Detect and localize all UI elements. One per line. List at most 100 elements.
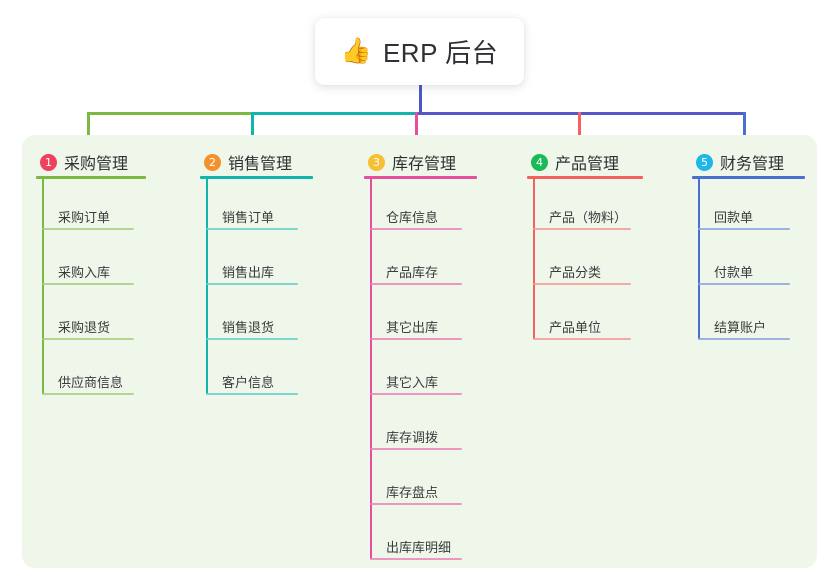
branch-item-underline [370,503,462,505]
branch-item-underline [698,283,790,285]
branch-item[interactable]: 客户信息 [200,372,274,392]
branch-item[interactable]: 供应商信息 [36,372,123,392]
branch-title-4: 产品管理 [555,156,620,173]
branch-item[interactable]: 销售订单 [200,207,274,227]
branch-header-3[interactable]: 3 库存管理 [364,148,456,176]
branch-item-underline [370,338,462,340]
branch-spine-3 [370,179,372,559]
drop-stub-1 [87,112,90,138]
branch-item[interactable]: 出库库明细 [364,537,451,557]
branch-item-label: 回款单 [714,210,754,225]
branch-item-underline [370,228,462,230]
branch-header-5[interactable]: 5 财务管理 [692,148,784,176]
branch-item-underline [42,283,134,285]
branch-item[interactable]: 其它出库 [364,317,438,337]
branch-item-underline [698,228,790,230]
branch-item-label: 付款单 [714,265,754,280]
branch-underline-4 [527,176,643,179]
branch-number-badge-3: 3 [368,153,385,171]
branch-item-label: 采购订单 [58,210,111,225]
root-node-card[interactable]: 👍 ERP 后台 [315,18,524,85]
drop-stub-2 [251,112,254,138]
branch-item-label: 销售退货 [222,320,275,335]
branch-title-5: 财务管理 [720,156,785,173]
drop-stub-3 [415,112,418,138]
root-node-title: ERP 后台 [382,38,499,68]
branch-item-underline [206,338,298,340]
branch-item[interactable]: 产品分类 [527,262,601,282]
branch-underline-2 [200,176,313,179]
branch-item-underline [206,283,298,285]
branch-item-label: 供应商信息 [58,375,124,390]
branch-item-label: 产品（物料） [549,210,628,225]
branch-item-label: 其它出库 [386,320,439,335]
branch-item-underline [206,393,298,395]
branch-item[interactable]: 产品（物料） [527,207,627,227]
branch-item[interactable]: 回款单 [692,207,753,227]
drop-stub-5 [743,112,746,138]
branch-header-1[interactable]: 1 采购管理 [36,148,128,176]
branch-item-underline [206,228,298,230]
branch-number-badge-5: 5 [696,153,713,171]
branch-item[interactable]: 销售退货 [200,317,274,337]
branch-item-label: 其它入库 [386,375,439,390]
branch-item-label: 产品库存 [386,265,439,280]
branch-number-badge-2: 2 [204,153,221,171]
branch-item-label: 库存盘点 [386,485,439,500]
branch-item[interactable]: 采购入库 [36,262,110,282]
branch-item-label: 产品分类 [549,265,602,280]
branch-item-label: 仓库信息 [386,210,439,225]
branch-item[interactable]: 付款单 [692,262,753,282]
branch-item-label: 产品单位 [549,320,602,335]
branch-number-badge-4: 4 [531,153,548,171]
branch-item-underline [42,228,134,230]
bus-segment-left [87,112,254,115]
branch-item-underline [533,338,631,340]
bus-segment-mid [251,112,418,115]
branch-underline-3 [364,176,477,179]
branch-number-badge-1: 1 [40,153,57,171]
branch-item-underline [370,393,462,395]
branch-item-underline [370,283,462,285]
branch-item[interactable]: 产品库存 [364,262,438,282]
branch-item[interactable]: 采购退货 [36,317,110,337]
branch-item-label: 结算账户 [714,320,767,335]
branch-item[interactable]: 库存盘点 [364,482,438,502]
branch-item-underline [698,338,790,340]
branch-header-4[interactable]: 4 产品管理 [527,148,619,176]
branch-spine-2 [206,179,208,394]
branch-item-underline [533,228,631,230]
branch-title-3: 库存管理 [392,156,457,173]
branch-spine-5 [698,179,700,339]
branch-item-label: 库存调拨 [386,430,439,445]
branch-item-label: 销售出库 [222,265,275,280]
branch-item-underline [42,393,134,395]
branch-underline-1 [36,176,146,179]
thumbs-up-icon: 👍 [340,37,372,65]
branch-item-label: 采购入库 [58,265,111,280]
branch-item[interactable]: 其它入库 [364,372,438,392]
branch-item-underline [370,448,462,450]
branch-item[interactable]: 库存调拨 [364,427,438,447]
branch-spine-1 [42,179,44,394]
branches-panel: 1 采购管理采购订单采购入库采购退货供应商信息 2 销售管理销售订单销售出库销售退货客… [22,135,817,568]
branch-item[interactable]: 仓库信息 [364,207,438,227]
branch-item[interactable]: 结算账户 [692,317,766,337]
branch-item-label: 出库库明细 [386,540,452,555]
branch-item[interactable]: 产品单位 [527,317,601,337]
branch-item-underline [533,283,631,285]
branch-spine-4 [533,179,535,339]
branch-item-label: 销售订单 [222,210,275,225]
branch-underline-5 [692,176,805,179]
branch-item-underline [42,338,134,340]
branch-item-label: 采购退货 [58,320,111,335]
branch-item[interactable]: 销售出库 [200,262,274,282]
drop-stub-4 [578,112,581,138]
branch-header-2[interactable]: 2 销售管理 [200,148,292,176]
branch-title-1: 采购管理 [64,156,129,173]
branch-title-2: 销售管理 [228,156,293,173]
trunk-line [419,85,422,114]
branch-item[interactable]: 采购订单 [36,207,110,227]
branch-item-underline [370,558,462,560]
